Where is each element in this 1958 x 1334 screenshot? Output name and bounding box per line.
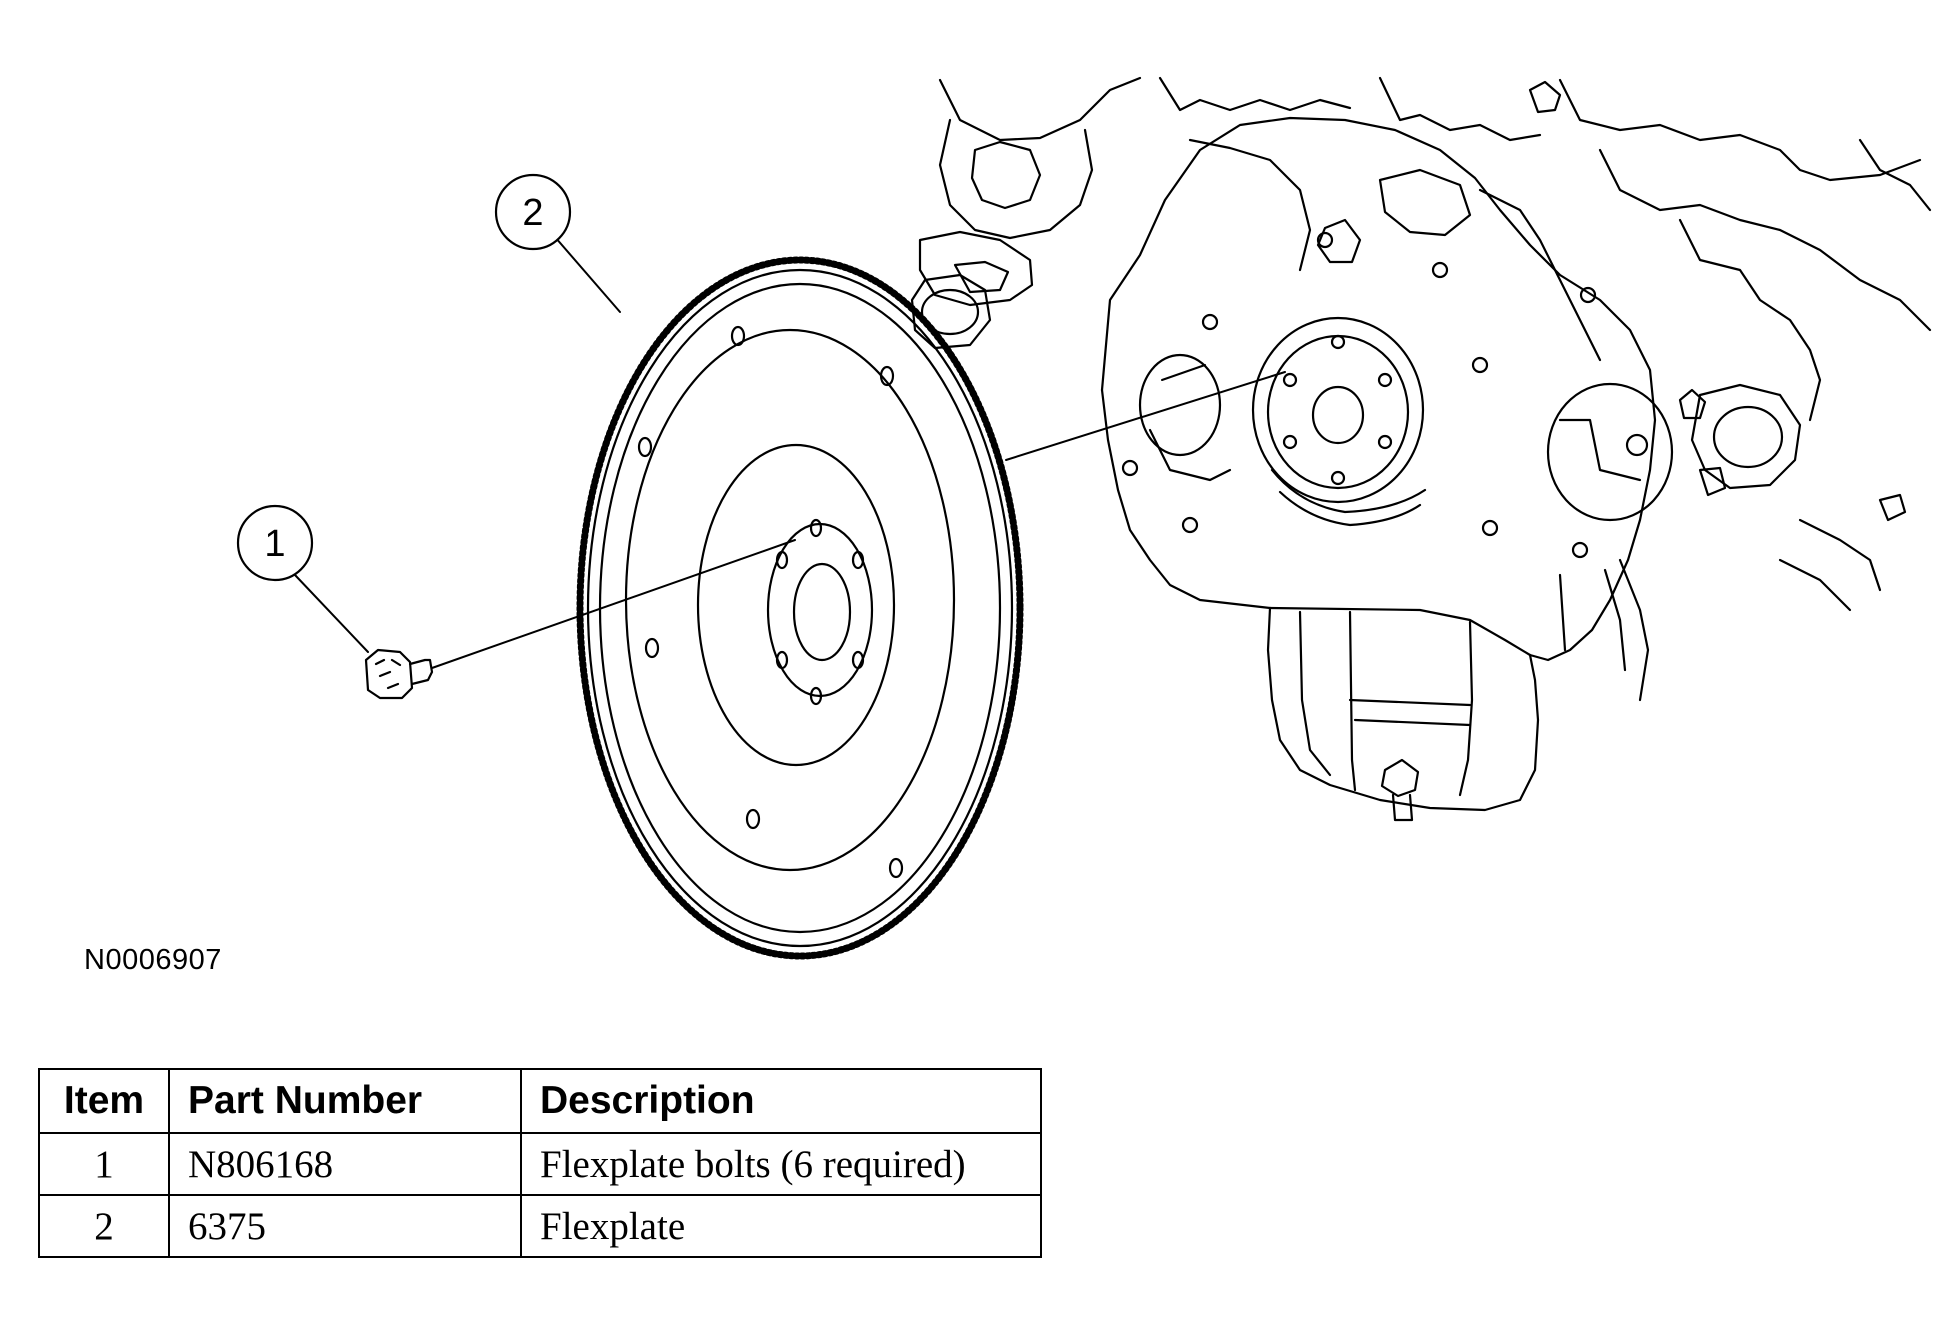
cell-description: Flexplate (520, 1194, 1042, 1258)
parts-table-header-row: Item Part Number Description (38, 1068, 1042, 1134)
header-item: Item (38, 1068, 170, 1134)
parts-table: Item Part Number Description 1 N806168 F… (38, 1068, 1042, 1258)
cell-part-number: 6375 (168, 1194, 522, 1258)
flexplate-illustration (576, 256, 1024, 960)
alignment-leader-lines (431, 364, 1286, 669)
cell-item: 2 (38, 1194, 170, 1258)
cell-part-number: N806168 (168, 1132, 522, 1196)
header-description: Description (520, 1068, 1042, 1134)
figure-reference-code: N0006907 (84, 944, 222, 976)
cell-item: 1 (38, 1132, 170, 1196)
flexplate-bolt-illustration (364, 648, 434, 700)
callout-2-number: 2 (522, 192, 543, 234)
table-row: 2 6375 Flexplate (38, 1194, 1042, 1258)
header-part-number: Part Number (168, 1068, 522, 1134)
cell-description: Flexplate bolts (6 required) (520, 1132, 1042, 1196)
table-row: 1 N806168 Flexplate bolts (6 required) (38, 1132, 1042, 1196)
callout-2: 2 (494, 173, 621, 313)
callout-1: 1 (236, 504, 369, 653)
callout-1-number: 1 (264, 523, 285, 565)
engine-block-illustration (910, 76, 1932, 822)
